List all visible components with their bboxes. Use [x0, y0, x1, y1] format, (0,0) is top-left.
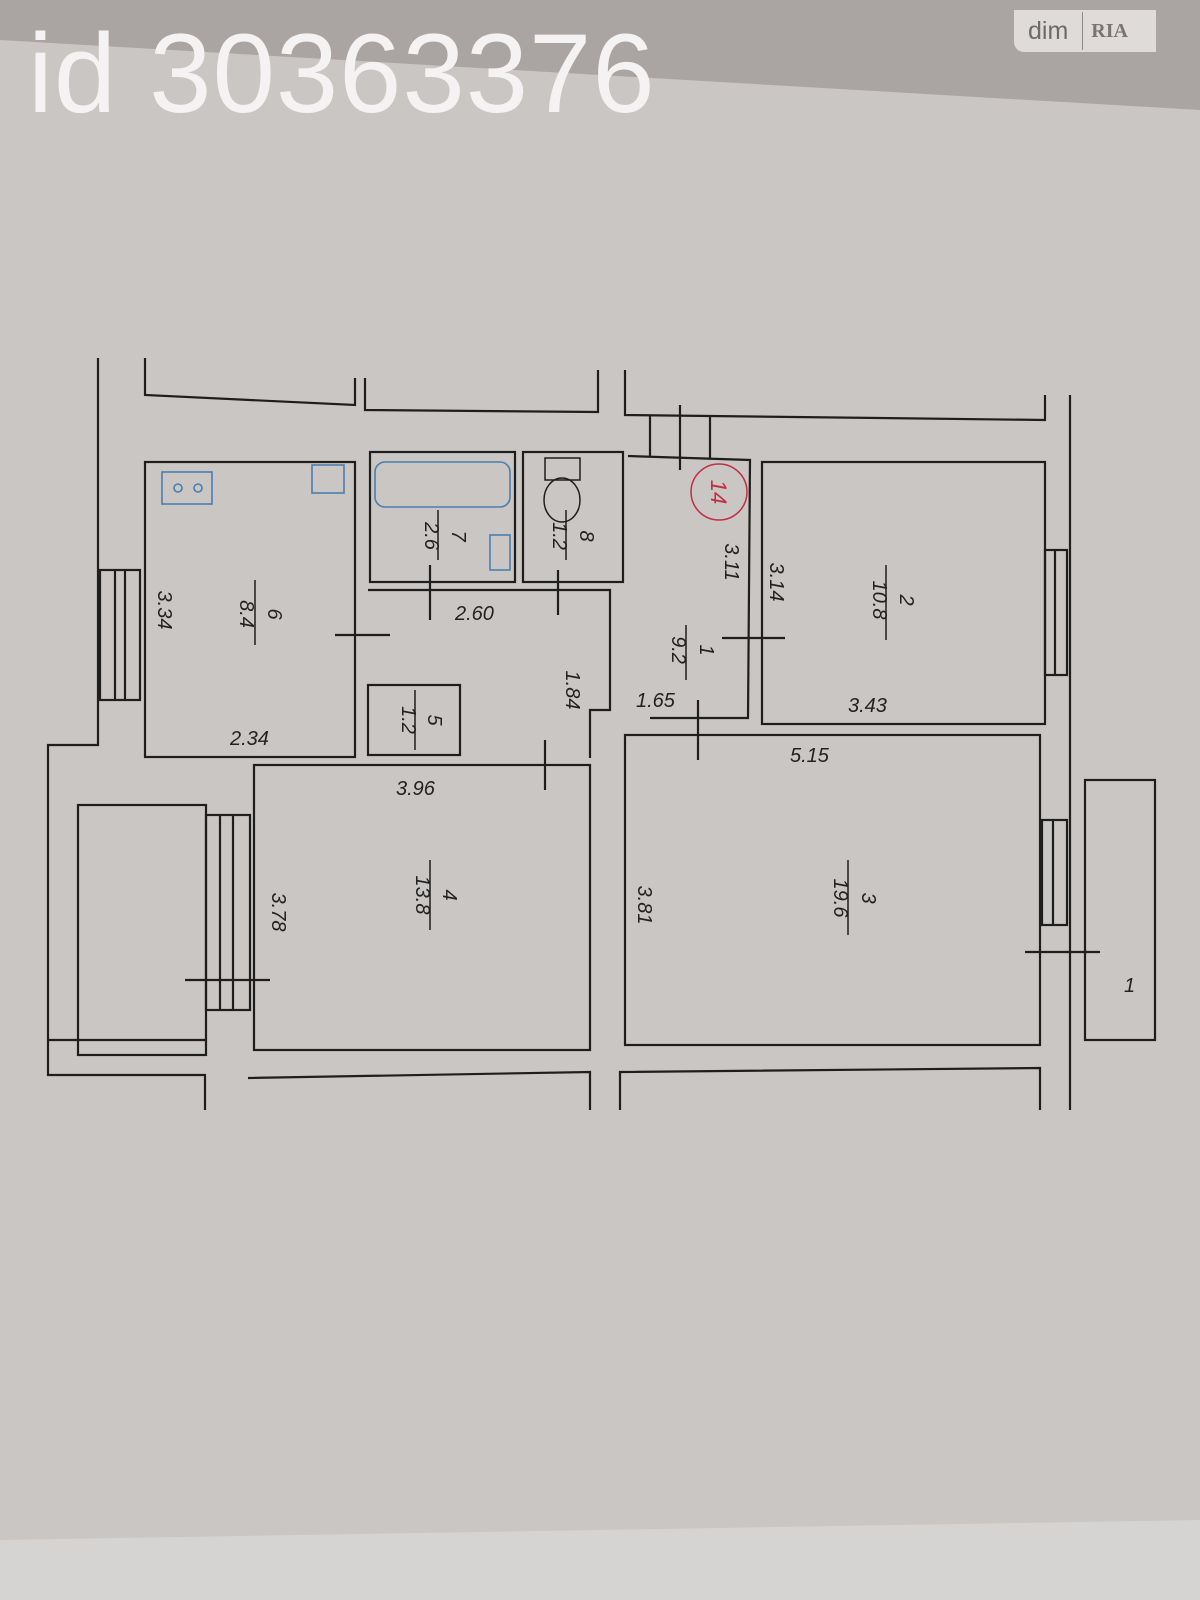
- room-2-number: 2: [895, 593, 917, 605]
- room-7-area: 2.6: [420, 521, 442, 551]
- dim-3-81: 3.81: [633, 886, 655, 925]
- listing-id-watermark: id 30363376: [28, 11, 656, 136]
- room-4-area: 13.8: [411, 876, 433, 915]
- dim-3-43: 3.43: [848, 695, 887, 717]
- room-1-number: 1: [695, 644, 717, 655]
- fixtures: [161, 461, 511, 571]
- dim-3-96: 3.96: [396, 778, 436, 800]
- logo-ria-text: RIA: [1091, 19, 1128, 42]
- apartment-number-stamp: 14: [690, 463, 748, 521]
- dim-3-14: 3.14: [765, 563, 787, 602]
- walls: [46, 358, 1157, 1110]
- room-8-number: 8: [575, 530, 597, 541]
- apartment-number: 14: [706, 480, 731, 504]
- room-5-number: 5: [423, 714, 445, 726]
- room-6-number: 6: [263, 608, 285, 620]
- room-8-area: 1.2: [548, 522, 570, 550]
- dim-3-78: 3.78: [267, 893, 289, 932]
- balcony-label: 1: [1124, 975, 1135, 997]
- room-4-number: 4: [438, 889, 460, 900]
- dim-5-15: 5.15: [790, 745, 830, 767]
- room-7-number: 7: [447, 530, 469, 542]
- room-6-area: 8.4: [235, 600, 257, 628]
- room-3-area: 19.6: [829, 879, 851, 919]
- room-1-area: 9.2: [667, 636, 689, 664]
- logo-dim-text: dim: [1014, 12, 1084, 50]
- dim-1-65: 1.65: [636, 690, 676, 712]
- dim-2-34: 2.34: [229, 728, 269, 750]
- dim-ria-logo: dim RIA: [1014, 10, 1156, 52]
- room-2-area: 10.8: [868, 581, 890, 620]
- dim-3-34: 3.34: [153, 591, 175, 630]
- toilet-icon: [543, 457, 581, 523]
- dim-2-60: 2.60: [454, 603, 494, 625]
- dim-1-84: 1.84: [561, 671, 583, 710]
- room-5-area: 1.2: [397, 706, 419, 734]
- room-3-number: 3: [857, 892, 879, 903]
- dim-3-11: 3.11: [720, 543, 742, 580]
